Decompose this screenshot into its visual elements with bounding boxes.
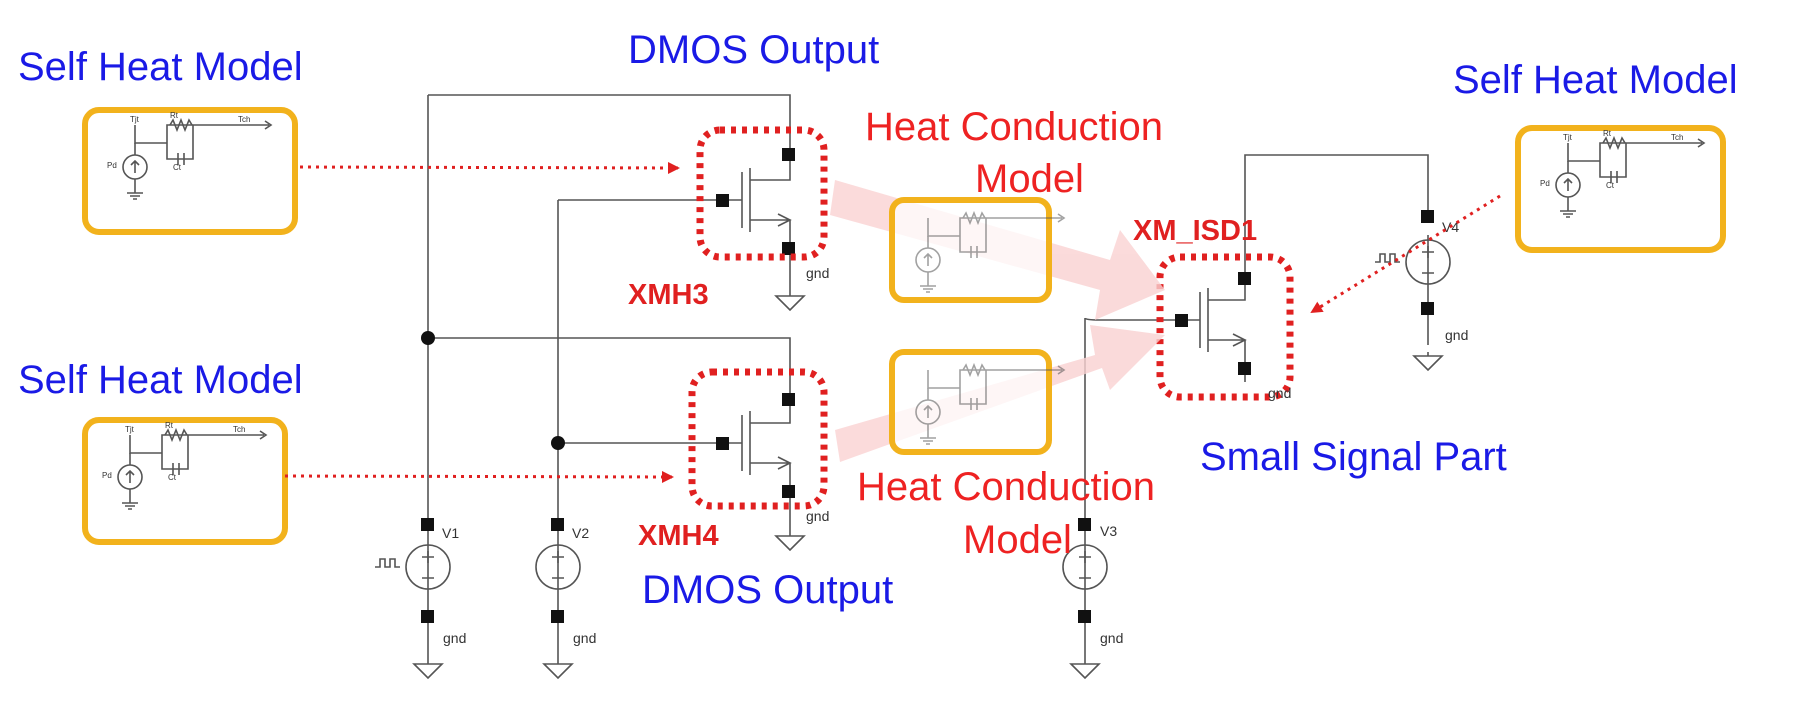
heat-conduction-model-label-top: Model (975, 157, 1084, 201)
source-v3: V3 gnd (1062, 518, 1123, 679)
mini-source-label: Pd (1540, 179, 1550, 188)
ground-label: gnd (1445, 327, 1468, 343)
heat-conduction-label-top: Heat Conduction (865, 105, 1163, 149)
dmos-output-label-bottom: DMOS Output (642, 568, 893, 612)
mini-resistor-label: Rt (165, 421, 174, 430)
heat-conduction-box-bottom (889, 349, 1065, 455)
xmh4-label: XMH4 (638, 520, 719, 552)
mosfet-xmh3 (696, 126, 828, 261)
self-heat-box-right: Pd Rt Ct Tjt Tch (1515, 125, 1726, 253)
ground-label: gnd (443, 630, 466, 646)
mini-node-in-label: Tjt (130, 115, 140, 124)
heat-conduction-model-label-bottom: Model (963, 518, 1072, 562)
mini-node-out-label: Tch (1671, 133, 1683, 142)
mini-node-in-label: Tjt (125, 425, 135, 434)
mini-node-out-label: Tch (233, 425, 245, 434)
junction-dot (421, 331, 435, 345)
xmh4-highlight (688, 368, 828, 510)
self-heat-model-label: Self Heat Model (18, 45, 303, 89)
v3-label: V3 (1100, 523, 1117, 539)
mini-source-label: Pd (102, 471, 112, 480)
junction-dot (551, 436, 565, 450)
v1-label: V1 (442, 525, 459, 541)
self-heat-model-label: Self Heat Model (1453, 58, 1738, 102)
v2-label: V2 (572, 525, 589, 541)
mini-node-out-label: Tch (238, 115, 250, 124)
self-heat-model-label: Self Heat Model (18, 358, 303, 402)
self-heat-box-mid-left: Pd Rt Ct Tjt Tch (82, 417, 288, 545)
self-heat-arrow-xm-isd1 (1310, 194, 1501, 314)
xmh3-label: XMH3 (628, 279, 709, 311)
source-v2: V2 gnd (535, 518, 596, 679)
dmos-output-label-top: DMOS Output (628, 28, 879, 72)
mini-source-label: Pd (107, 161, 117, 170)
heat-conduction-label-bottom: Heat Conduction (857, 465, 1155, 509)
ground-label: gnd (806, 508, 829, 524)
xm-isd1-label: XM_ISD1 (1133, 215, 1257, 247)
ground-label: gnd (806, 265, 829, 281)
wiring (427, 94, 1429, 610)
ground-label: gnd (1268, 385, 1291, 401)
mini-capacitor-label: Ct (168, 473, 177, 482)
self-heat-arrow-xmh4 (284, 470, 674, 483)
source-v1: V1 gnd (375, 518, 466, 679)
self-heat-box-top-left: Pd Rt Ct Tjt Tch (82, 107, 298, 235)
mini-node-in-label: Tjt (1563, 133, 1573, 142)
mosfet-xmh4 (688, 368, 828, 510)
xm-isd1-highlight (1156, 253, 1294, 401)
mini-capacitor-label: Ct (1606, 181, 1615, 190)
source-v4: V4 gnd (1375, 210, 1468, 371)
xmh3-highlight (696, 126, 828, 261)
ground-label: gnd (573, 630, 596, 646)
dmos-grounds: gnd gnd gnd (775, 265, 1291, 551)
mini-capacitor-label: Ct (173, 163, 182, 172)
mini-resistor-label: Rt (1603, 129, 1612, 138)
mini-resistor-label: Rt (170, 111, 179, 120)
self-heat-arrow-xmh3 (299, 161, 680, 174)
mosfet-xm-isd1 (1156, 253, 1294, 401)
ground-label: gnd (1100, 630, 1123, 646)
heat-conduction-box-top (889, 197, 1065, 303)
small-signal-part-label: Small Signal Part (1200, 435, 1507, 479)
